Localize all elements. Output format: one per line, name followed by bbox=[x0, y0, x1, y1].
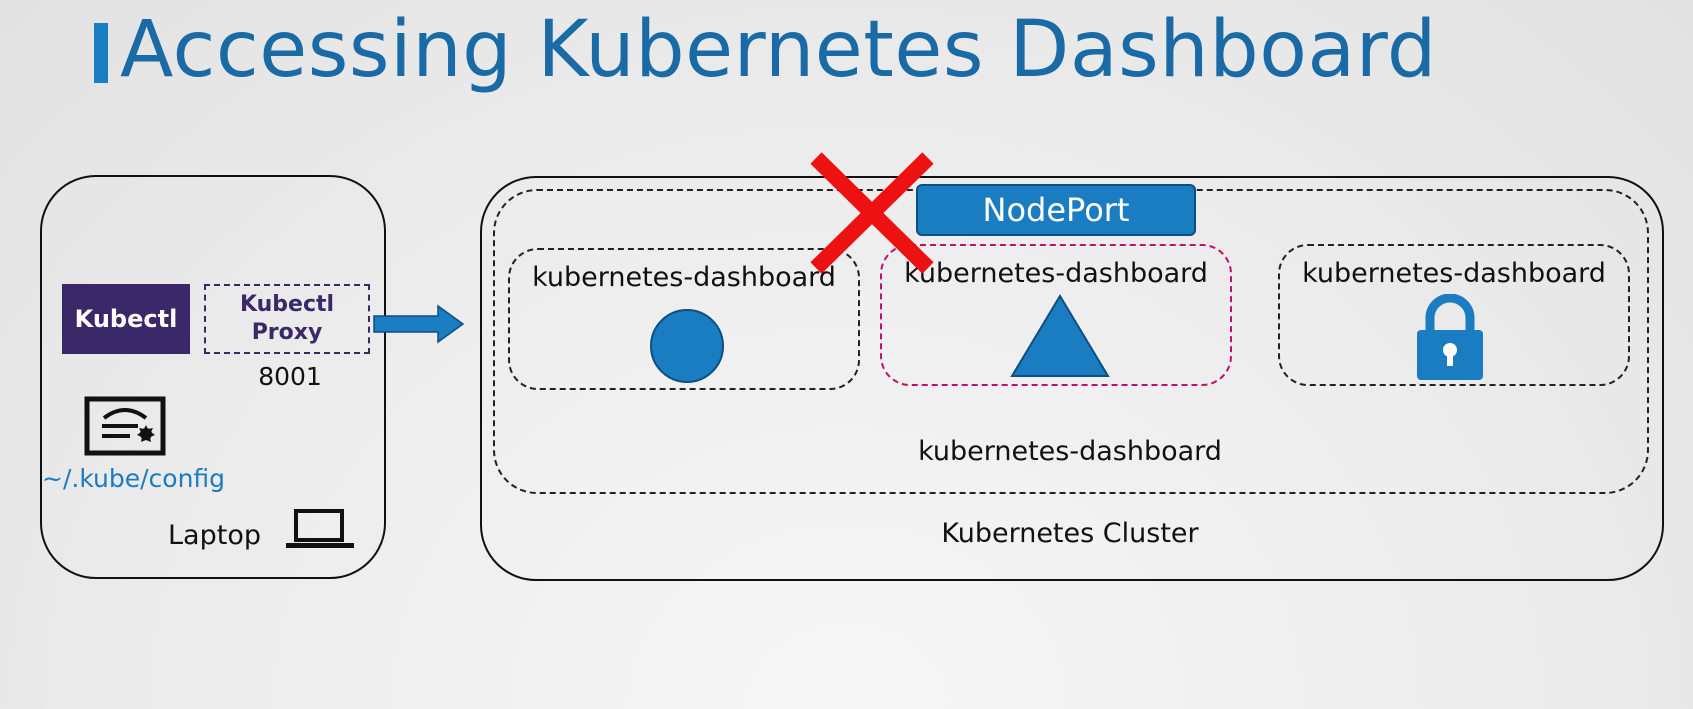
cluster-label: Kubernetes Cluster bbox=[941, 518, 1199, 549]
title-accent-bar bbox=[94, 23, 108, 83]
certificate-icon bbox=[84, 396, 166, 456]
dashboard-pod-1: kubernetes-dashboard bbox=[508, 248, 860, 390]
circle-icon bbox=[650, 309, 724, 383]
page-title: Accessing Kubernetes Dashboard bbox=[120, 5, 1437, 95]
laptop-box bbox=[40, 175, 386, 579]
triangle-icon bbox=[1010, 294, 1110, 377]
pod-label: kubernetes-dashboard bbox=[1302, 258, 1606, 289]
dashboard-pod-2: kubernetes-dashboard bbox=[880, 244, 1232, 386]
pod-label: kubernetes-dashboard bbox=[904, 258, 1208, 289]
red-cross-icon bbox=[810, 152, 934, 274]
pod-label: kubernetes-dashboard bbox=[532, 262, 836, 293]
laptop-label: Laptop bbox=[168, 520, 261, 551]
proxy-port: 8001 bbox=[258, 362, 322, 391]
kubectl-proxy-block: Kubectl Proxy bbox=[204, 284, 370, 354]
laptop-icon bbox=[286, 509, 354, 548]
kubeconfig-path: ~/.kube/config bbox=[42, 464, 226, 493]
kubectl-block: Kubectl bbox=[62, 284, 190, 354]
right-arrow-icon bbox=[373, 304, 465, 344]
proxy-label-line1: Kubectl bbox=[239, 292, 335, 317]
proxy-label-line2: Proxy bbox=[251, 320, 323, 345]
namespace-label: kubernetes-dashboard bbox=[918, 436, 1222, 467]
kubernetes-cluster-box bbox=[480, 176, 1664, 581]
nodeport-service: NodePort bbox=[916, 184, 1196, 236]
lock-icon bbox=[1417, 294, 1483, 380]
dashboard-pod-3: kubernetes-dashboard bbox=[1278, 244, 1630, 386]
